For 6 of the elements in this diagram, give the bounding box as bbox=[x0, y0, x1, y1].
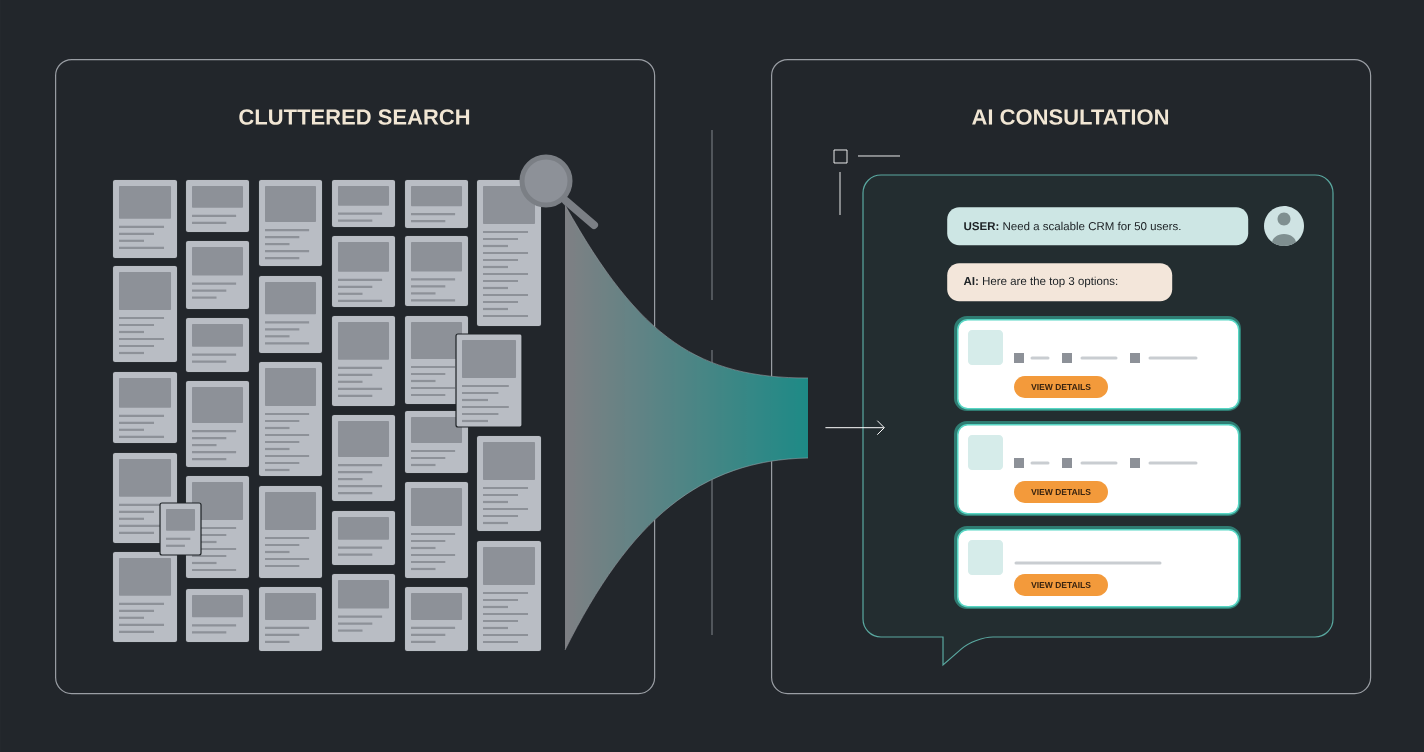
arrow bbox=[824, 420, 885, 436]
chat-bubble: USER: Need a scalable CRM for 50 users. bbox=[947, 207, 1249, 246]
panel-title: CLUTTERED SEARCH bbox=[239, 109, 470, 125]
chat-bubble: AI: Here are the top 3 options: bbox=[947, 263, 1173, 302]
panel-title: AI CONSULTATION bbox=[972, 109, 1169, 125]
view-details-button: VIEW DETAILS bbox=[1014, 574, 1108, 596]
